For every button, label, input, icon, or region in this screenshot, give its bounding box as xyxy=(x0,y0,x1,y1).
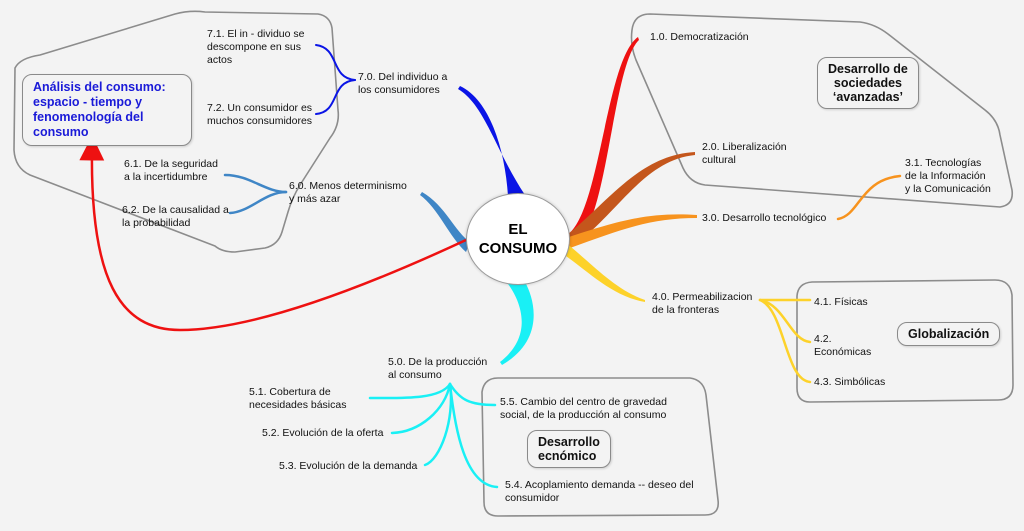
branch-3-1 xyxy=(836,174,902,221)
branch-4-0 xyxy=(560,242,645,302)
branch-3-0 xyxy=(566,214,697,248)
node-4-0: 4.0. Permeabilizacion de la fronteras xyxy=(652,291,753,316)
boundary-sociedades xyxy=(630,13,1014,208)
branch-5-2 xyxy=(390,382,452,435)
branch-7-0 xyxy=(458,86,525,196)
branch-4-3 xyxy=(758,298,812,384)
boundary-globalizacion xyxy=(796,279,1014,403)
group-globalizacion: Globalización xyxy=(897,322,1001,346)
node-4-1: 4.1. Físicas xyxy=(814,296,868,308)
branch-6-1 xyxy=(223,173,288,194)
node-6-2: 6.2. De la causalidad a la probabilidad xyxy=(122,204,229,229)
branch-5-1 xyxy=(368,382,452,400)
node-5-3: 5.3. Evolución de la demanda xyxy=(279,460,418,472)
red-arrow xyxy=(79,135,467,332)
center-node: EL CONSUMO xyxy=(466,193,570,285)
branch-5-4 xyxy=(448,382,499,489)
branch-4-2 xyxy=(758,298,812,344)
boundary-analysis xyxy=(13,10,340,253)
node-7-2: 7.2. Un consumidor es muchos consumidore… xyxy=(207,102,313,127)
node-3-0: 3.0. Desarrollo tecnológico xyxy=(702,212,827,224)
boundary-economico xyxy=(481,377,720,517)
node-4-3: 4.3. Simbólicas xyxy=(814,376,886,388)
node-5-4: 5.4. Acoplamiento demanda -- deseo del c… xyxy=(505,479,694,504)
branch-6-0 xyxy=(420,192,470,252)
node-7-0: 7.0. Del individuo a los consumidores xyxy=(358,71,448,96)
branch-5-0 xyxy=(500,282,534,365)
branch-2-0 xyxy=(566,152,695,245)
node-6-0: 6.0. Menos determinismo y más azar xyxy=(289,180,407,205)
branch-7-2 xyxy=(315,79,356,115)
node-5-2: 5.2. Evolución de la oferta xyxy=(262,427,384,439)
node-6-1: 6.1. De la seguridad a la incertidumbre xyxy=(124,158,218,183)
group-sociedades: Desarrollo de sociedades ‘avanzadas’ xyxy=(817,57,919,109)
node-7-1: 7.1. El in - dividuo se descompone en su… xyxy=(207,28,305,66)
group-economico: Desarrollo ecnómico xyxy=(527,430,611,468)
branch-7-1 xyxy=(315,44,356,81)
analysis-title: Análisis del consumo: espacio - tiempo y… xyxy=(22,74,192,146)
node-3-1: 3.1. Tecnologías de la Información y la … xyxy=(905,157,991,195)
node-1-0: 1.0. Democratización xyxy=(650,31,749,43)
node-2-0: 2.0. Liberalización cultural xyxy=(702,141,787,166)
node-5-0: 5.0. De la producción al consumo xyxy=(388,356,488,381)
node-4-2: 4.2. Económicas xyxy=(814,333,872,358)
branch-6-2 xyxy=(228,190,288,215)
node-5-5: 5.5. Cambio del centro de gravedad socia… xyxy=(500,396,667,421)
branch-5-5 xyxy=(448,382,497,407)
node-5-1: 5.1. Cobertura de necesidades básicas xyxy=(249,386,347,411)
